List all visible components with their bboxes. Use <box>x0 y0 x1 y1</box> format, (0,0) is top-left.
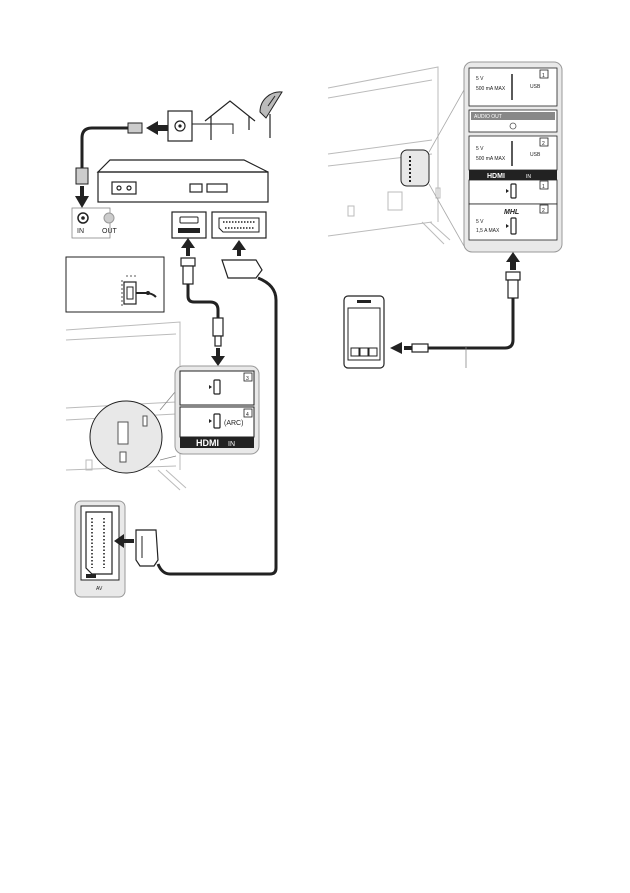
house-icon <box>204 100 256 140</box>
hdmi-plug-inset <box>65 256 165 313</box>
box-scart-port <box>211 211 267 239</box>
usb1-current: 500 mA MAX <box>476 86 506 92</box>
antenna-out-label: OUT <box>102 228 118 235</box>
tv-port-highlight <box>400 89 465 247</box>
usb2-current: 500 mA MAX <box>476 156 506 162</box>
hdmi-logo-right: HDMI <box>487 173 505 180</box>
scart-cable <box>156 259 278 576</box>
hdmi-cable <box>180 257 225 366</box>
mhl-current: 1,5 A MAX <box>476 228 500 234</box>
tv-hdmi-panel-left: 3 4 (ARC) HDMI IN <box>174 365 260 455</box>
usb2-number: 2 <box>542 141 545 147</box>
coax-cable <box>75 121 168 208</box>
hdmi-in-left: IN <box>228 441 235 448</box>
usb2-label: USB <box>530 152 541 158</box>
hdmi-port4-number: 4 <box>246 412 249 418</box>
mhl-label: MHL <box>504 209 519 216</box>
usb1-volt: 5 V <box>476 76 484 82</box>
tv-port-panel-right: 1 5 V 500 mA MAX USB AUDIO OUT 2 5 V 500… <box>463 61 563 253</box>
audio-out-label: AUDIO OUT <box>474 114 502 120</box>
mhl-volt: 5 V <box>476 219 484 225</box>
tv-scart-panel: AV <box>74 500 126 598</box>
hdmi2-number: 2 <box>542 208 545 214</box>
usb1-label: USB <box>530 84 541 90</box>
box-hdmi-port <box>171 211 207 239</box>
upward-arrows <box>181 238 246 256</box>
tv-rear-right <box>327 66 451 245</box>
hdmi-port3-number: 3 <box>246 376 249 382</box>
hdmi-in-right: IN <box>526 174 531 180</box>
usb1-number: 1 <box>542 73 545 79</box>
scart-plug <box>114 529 159 567</box>
wall-socket <box>167 110 234 142</box>
antenna-in-label: IN <box>77 228 84 235</box>
satellite-dish-icon <box>259 91 283 138</box>
hdmi-arc-label: (ARC) <box>224 420 243 427</box>
mhl-cable <box>390 252 521 368</box>
mobile-phone-icon <box>343 295 385 369</box>
hdmi-logo-left: HDMI <box>196 438 219 448</box>
tv-zoom-circle <box>89 391 177 474</box>
hdmi1-number: 1 <box>542 184 545 190</box>
set-top-box <box>96 159 269 203</box>
scart-av-label: AV <box>96 586 103 592</box>
usb2-volt: 5 V <box>476 146 484 152</box>
antenna-port-panel: IN OUT <box>71 207 118 239</box>
